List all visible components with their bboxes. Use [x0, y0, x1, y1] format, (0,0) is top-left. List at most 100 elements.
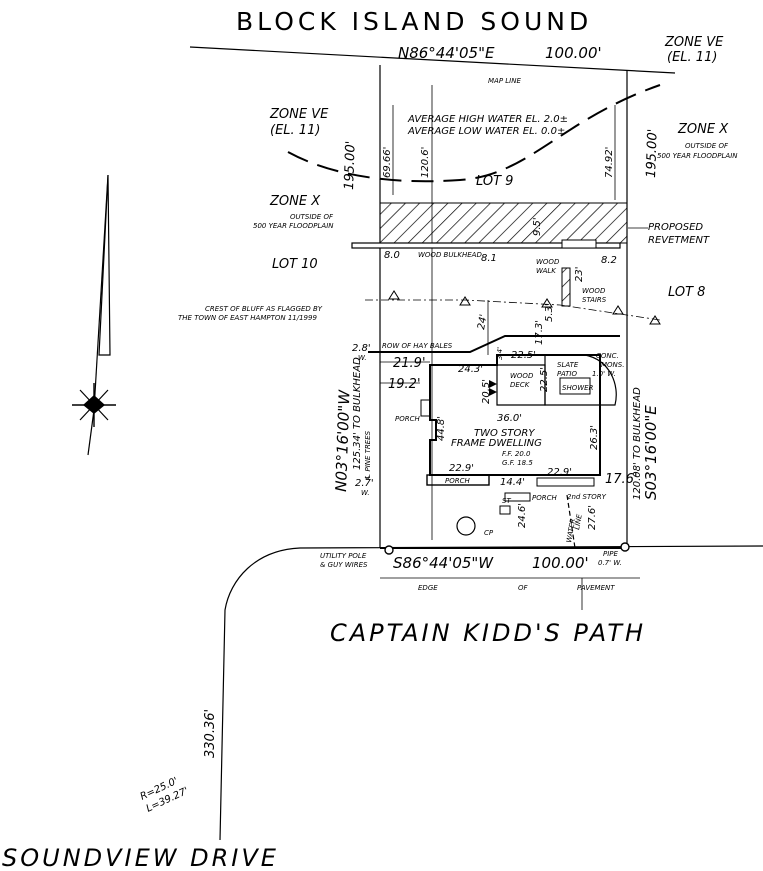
slate-patio-outline: [544, 354, 617, 406]
proposed-revetment-area: [379, 202, 628, 244]
pavement-label: PAVEMENT: [577, 584, 615, 592]
conc-mons-label-3: 1.0' W.: [592, 370, 616, 378]
dim-8-1: 8.1: [481, 253, 497, 264]
dim-2-7: 2.7': [355, 478, 374, 489]
north-bearing: N86°44'05"E: [398, 44, 495, 62]
dim-8-2: 8.2: [601, 255, 617, 266]
wood-bulkhead-label: WOOD BULKHEAD: [418, 251, 482, 259]
bluff-note-1: CREST OF BLUFF AS FLAGGED BY: [205, 305, 323, 313]
dim-21-9: 21.9': [393, 356, 426, 371]
front-step-box: [536, 477, 595, 487]
dim-69-66: 69.66': [382, 147, 393, 178]
dim-22-9-right: 22.9': [547, 467, 572, 478]
cesspool: [456, 516, 476, 536]
dim-44-8: 44.8': [436, 416, 447, 441]
wood-deck-label-2: DECK: [510, 381, 531, 389]
road-edge-line: [219, 545, 763, 841]
dim-3-4: 3.4': [496, 347, 504, 360]
east-total-distance: 195.00': [644, 129, 661, 179]
south-distance: 100.00': [532, 554, 589, 572]
shower-label: SHOWER: [562, 384, 594, 392]
deck-stair-mark: [489, 380, 497, 396]
zone-x-left-note2: 500 YEAR FLOODPLAIN: [253, 222, 334, 230]
captain-kidds-path-label: CAPTAIN KIDD'S PATH: [330, 619, 646, 647]
south-bearing: S86°44'05"W: [393, 554, 494, 572]
bluff-flag-4: [612, 305, 624, 315]
utility-pole-label-1: UTILITY POLE: [320, 552, 367, 560]
east-to-bulkhead: 120.08' TO BULKHEAD: [632, 387, 643, 500]
dim-22-5-top: 22.5': [511, 350, 536, 361]
dim-2-7-w: W.: [361, 489, 370, 497]
pipe-label: PIPE: [603, 550, 619, 558]
dwelling-label-2: FRAME DWELLING: [451, 438, 542, 449]
dim-17-6: 17.6': [605, 472, 638, 487]
side-porch: [420, 399, 431, 417]
zone-ve-top-right: ZONE VE: [664, 35, 724, 50]
zone-x-right-note1: OUTSIDE OF: [685, 142, 729, 150]
zone-ve-top-right-el: (EL. 11): [667, 50, 717, 65]
edge-label: EDGE: [418, 584, 438, 592]
pine-trees-label: ℄ PINE TREES: [364, 430, 372, 480]
dim-9-5: 9.5': [532, 217, 543, 236]
zone-x-left-note1: OUTSIDE OF: [290, 213, 334, 221]
water-line-label-2: LINE: [573, 513, 584, 530]
north-arrow-icon: [72, 174, 116, 456]
side-porch-label: PORCH: [395, 415, 420, 423]
zone-ve-left-el: (EL. 11): [270, 123, 320, 138]
dim-2-8: 2.8': [352, 343, 371, 354]
conc-mons-label-1: CONC.: [596, 352, 619, 360]
pipe-w-label: 0.7' W.: [598, 559, 622, 567]
gf-elevation: G.F. 18.5: [502, 459, 533, 467]
lot-9-label: LOT 9: [476, 174, 513, 189]
step-box: [499, 505, 511, 515]
proposed-label: PROPOSED: [648, 222, 703, 233]
ff-elevation: F.F. 20.0: [502, 450, 531, 458]
dwelling-label-1: TWO STORY: [474, 428, 535, 439]
dim-27-6: 27.6': [587, 505, 598, 530]
shower-box: [559, 377, 591, 395]
dim-24-6: 24.6': [517, 503, 528, 528]
conc-mons-label-2: MONS.: [601, 361, 624, 369]
soundview-distance: 330.36': [203, 709, 218, 758]
dim-5-3: 5.3': [544, 303, 555, 322]
zone-ve-left: ZONE VE: [269, 107, 329, 122]
wood-walk-label-2: WALK: [536, 267, 557, 275]
hay-bales-label: ROW OF HAY BALES: [382, 342, 453, 350]
lot-10-label: LOT 10: [272, 257, 318, 272]
dim-36-0: 36.0': [497, 413, 522, 424]
zone-x-right: ZONE X: [677, 122, 729, 137]
bluff-flag-5: [649, 315, 661, 325]
water-body-title: BLOCK ISLAND SOUND: [236, 7, 592, 36]
dim-22-9-left: 22.9': [449, 463, 474, 474]
water-line: [566, 494, 576, 549]
wood-walk-label-1: WOOD: [536, 258, 560, 266]
wood-stairs: [561, 267, 571, 307]
dim-20-5: 20.5': [481, 379, 492, 404]
entry-porch-label: PORCH: [532, 494, 557, 502]
slate-patio-label-1: SLATE: [557, 361, 579, 369]
utility-pole: [384, 545, 394, 555]
soundview-drive-label: SOUNDVIEW DRIVE: [2, 844, 279, 871]
pipe-marker: [620, 542, 630, 552]
entry-porch: [504, 492, 531, 502]
zone-x-left: ZONE X: [269, 194, 321, 209]
utility-pole-label-2: & GUY WIRES: [320, 561, 368, 569]
wood-deck-label-1: WOOD: [510, 372, 534, 380]
dim-120-6: 120.6': [420, 147, 431, 178]
of-label: OF: [518, 584, 529, 592]
dim-2-8-w: W.: [358, 354, 367, 362]
dim-19-2: 19.2': [388, 377, 421, 392]
dim-22-5-side: 22.5': [539, 367, 550, 392]
wood-bulkhead: [351, 242, 621, 249]
map-line-label: MAP LINE: [488, 77, 521, 85]
front-porch-label: PORCH: [445, 477, 470, 485]
low-water-label: AVERAGE LOW WATER EL. 0.0±: [407, 126, 565, 137]
dim-74-92: 74.92': [604, 147, 615, 178]
dim-23: 23': [574, 267, 585, 282]
west-total-distance: 195.00': [342, 141, 359, 191]
bluff-note-2: THE TOWN OF EAST HAMPTON 11/1999: [178, 314, 317, 322]
high-water-label: AVERAGE HIGH WATER EL. 2.0±: [407, 114, 568, 125]
dim-26-3: 26.3': [589, 425, 600, 450]
front-porch: [426, 474, 490, 486]
